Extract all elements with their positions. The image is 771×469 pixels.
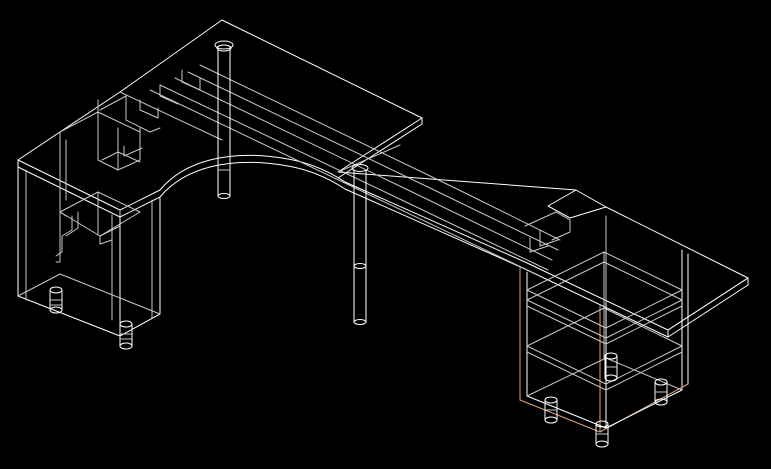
right-foot-front <box>595 420 609 448</box>
desktop-right-front-edge-bottom <box>524 268 749 338</box>
left-foot-back <box>49 286 63 314</box>
desktop-inner-curve <box>159 154 526 263</box>
corner-leg-back <box>214 40 234 199</box>
desktop-front-left-edge-bottom <box>17 166 161 218</box>
right-foot-right <box>654 378 668 406</box>
right-foot-left <box>544 396 558 424</box>
left-pedestal-feet <box>49 286 133 350</box>
right-pedestal-feet <box>544 352 668 448</box>
desktop-seam-left <box>119 91 223 141</box>
desktop-inner-curve-bottom <box>159 161 526 270</box>
desktop-back-notch <box>337 117 423 179</box>
shelf-lower <box>526 307 683 391</box>
shelf-top <box>526 251 683 329</box>
desktop-front-left-edge <box>17 159 161 211</box>
desktop-top-outline <box>17 19 749 331</box>
right-foot-back <box>604 352 618 382</box>
desktop-corner-step <box>547 189 607 219</box>
desktop-right-front-edge <box>524 261 749 331</box>
right-pedestal <box>519 215 689 433</box>
cable-tray-slats <box>139 64 571 277</box>
left-foot-front <box>119 320 133 350</box>
left-pedestal <box>17 166 161 337</box>
center-leg <box>351 164 369 325</box>
left-pedestal-interior <box>55 95 161 263</box>
